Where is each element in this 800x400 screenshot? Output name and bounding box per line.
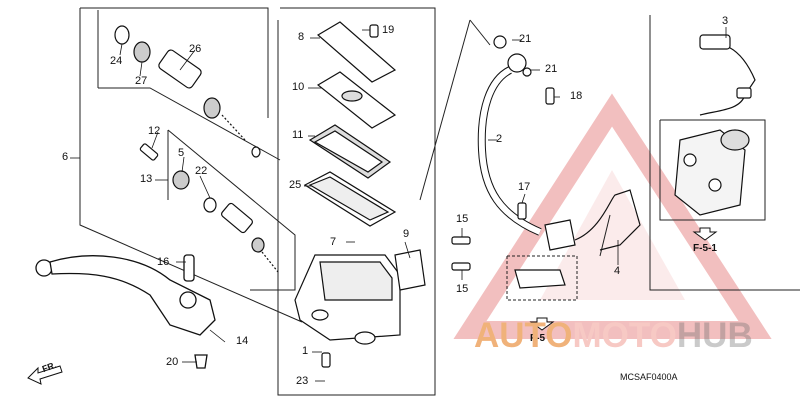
brake-hose bbox=[477, 34, 756, 289]
ref-f-5-1: F-5-1 bbox=[693, 243, 717, 254]
callout-25: 25 bbox=[289, 179, 302, 191]
callout-16: 16 bbox=[157, 256, 170, 268]
brake-lever bbox=[35, 254, 216, 369]
callout-21-upper: 21 bbox=[519, 33, 532, 45]
callout-3: 3 bbox=[722, 15, 729, 27]
callout-27: 27 bbox=[135, 75, 148, 87]
callout-26: 26 bbox=[189, 43, 202, 55]
callout-7: 7 bbox=[330, 236, 337, 248]
watermark-part-3: HUB bbox=[676, 316, 753, 355]
abs-modulator bbox=[674, 129, 750, 216]
callout-13: 13 bbox=[140, 173, 153, 185]
frame-lines bbox=[79, 7, 800, 396]
callout-24: 24 bbox=[110, 55, 123, 67]
callout-23: 23 bbox=[296, 375, 309, 387]
callout-22: 22 bbox=[195, 165, 208, 177]
callout-11: 11 bbox=[292, 129, 304, 141]
front-arrow bbox=[27, 365, 63, 385]
callout-14: 14 bbox=[236, 335, 249, 347]
callout-21-lower: 21 bbox=[545, 63, 558, 75]
piston-kit-lower bbox=[139, 143, 279, 273]
callout-17: 17 bbox=[518, 181, 531, 193]
callout-10: 10 bbox=[292, 81, 305, 93]
watermark-part-1: AUTO bbox=[474, 316, 573, 355]
callout-15-upper: 15 bbox=[456, 213, 469, 225]
callout-5: 5 bbox=[178, 147, 185, 159]
callout-2: 2 bbox=[496, 133, 503, 145]
master-cylinder bbox=[294, 249, 426, 345]
piston-kit-upper bbox=[114, 25, 261, 158]
callout-12: 12 bbox=[148, 125, 161, 137]
callout-4: 4 bbox=[614, 265, 621, 277]
callout-15-lower: 15 bbox=[456, 283, 469, 295]
callout-19: 19 bbox=[382, 24, 395, 36]
callout-8: 8 bbox=[298, 31, 305, 43]
callout-9: 9 bbox=[403, 228, 410, 240]
ref-arrows bbox=[529, 227, 718, 331]
callout-20: 20 bbox=[166, 356, 179, 368]
callout-18: 18 bbox=[570, 90, 583, 102]
ref-f-5: F-5 bbox=[530, 333, 545, 344]
bolts bbox=[321, 24, 555, 368]
diagram-code: MCSAF0400A bbox=[620, 372, 678, 382]
callout-6: 6 bbox=[62, 151, 69, 163]
watermark-part-2: MOTO bbox=[572, 316, 677, 355]
callout-1: 1 bbox=[302, 345, 309, 357]
reservoir-stack bbox=[303, 21, 397, 227]
watermark-text: AUTOMOTOHUB bbox=[474, 316, 753, 356]
leader-lines bbox=[70, 27, 727, 382]
